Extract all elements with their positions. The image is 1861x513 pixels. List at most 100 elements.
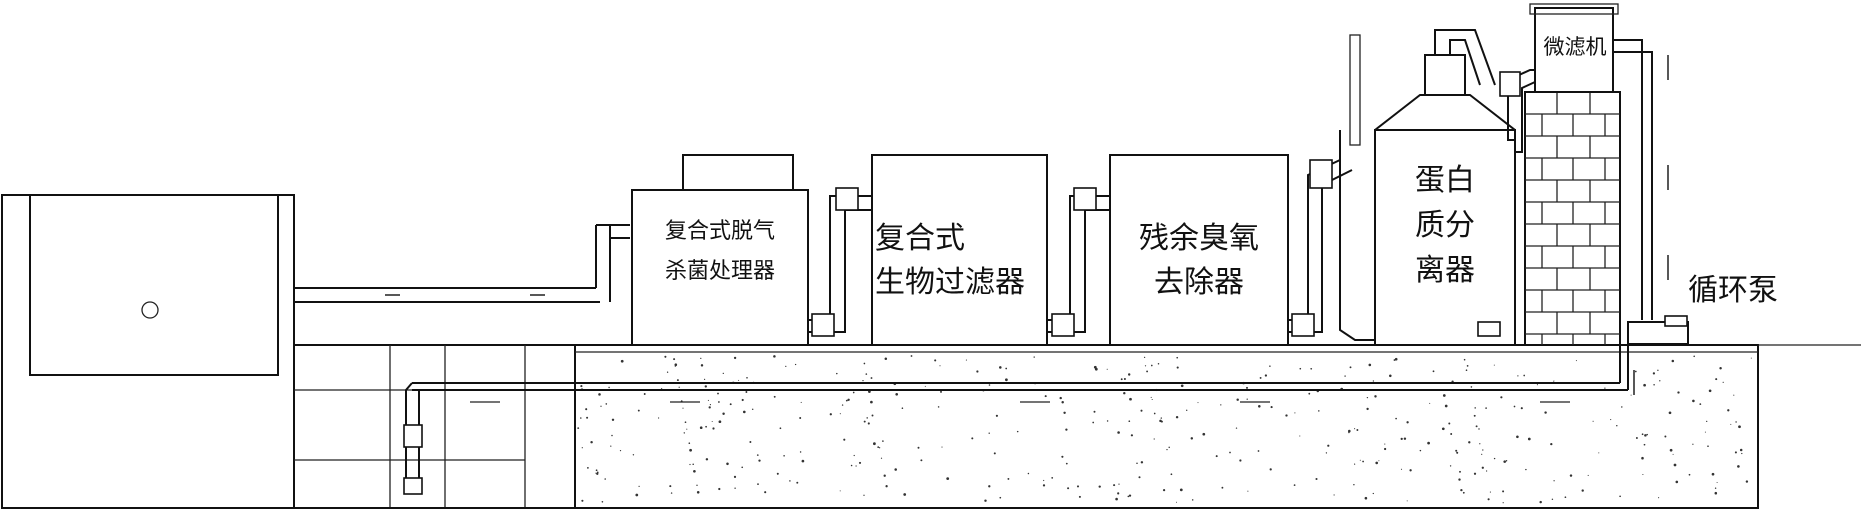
speckle-dot: [863, 494, 865, 496]
speckle-dot: [1675, 480, 1679, 484]
speckle-dot: [993, 452, 996, 455]
speckle-dot: [1065, 462, 1068, 465]
speckle-dot: [789, 480, 791, 482]
speckle-dot: [999, 366, 1002, 369]
speckle-dot: [1473, 414, 1476, 417]
speckle-dot: [666, 371, 669, 373]
culture-tank: [1, 194, 575, 509]
speckle-dot: [1473, 472, 1477, 475]
speckle-dot: [976, 370, 979, 373]
speckle-dot: [1730, 423, 1732, 425]
speckle-dot: [1221, 486, 1224, 489]
speckle-dot: [745, 391, 748, 393]
speckle-dot: [1235, 427, 1238, 429]
underground-pipe: [403, 345, 1629, 495]
speckle-dot: [1641, 433, 1644, 436]
speckle-dot: [1525, 468, 1527, 471]
speckle-dot: [726, 462, 729, 466]
speckle-dot: [984, 499, 987, 502]
speckle-dot: [1462, 491, 1465, 494]
speckle-dot: [1737, 465, 1740, 468]
speckle-dot: [794, 363, 797, 366]
speckle-dot: [1027, 472, 1030, 475]
speckle-dot: [705, 458, 709, 461]
speckle-dot: [1065, 428, 1068, 431]
speckle-dot: [1115, 497, 1118, 501]
speckle-dot: [580, 417, 582, 419]
speckle-dot: [756, 454, 759, 456]
speckle-dot: [718, 401, 720, 403]
speckle-dot: [1247, 490, 1249, 492]
speckle-dot: [1646, 433, 1648, 436]
speckle-dot: [1117, 492, 1120, 495]
speckle-dot: [1294, 412, 1296, 414]
speckle-dot: [1456, 451, 1459, 454]
ground-slab: [574, 344, 1861, 509]
speckle-dot: [1474, 407, 1476, 409]
speckle-dot: [853, 454, 855, 457]
bio-filter: 复合式 生物过滤器: [871, 154, 1048, 346]
speckle-dot: [839, 490, 841, 492]
speckle-dot: [1246, 398, 1248, 400]
speckle-dot: [1128, 494, 1132, 497]
speckle-dot: [577, 427, 580, 430]
speckle-dot: [751, 408, 754, 411]
speckle-dot: [1500, 396, 1503, 399]
speckle-dot: [1259, 376, 1262, 379]
speckle-dot: [1716, 482, 1718, 483]
speckle-dot: [1745, 480, 1749, 483]
ozone-label-line1: 残余臭氧: [1139, 221, 1259, 256]
speckle-dot: [1719, 367, 1722, 370]
protein-skimmer: 蛋白 质分 离器: [1374, 29, 1516, 346]
speckle-dot: [1487, 498, 1490, 501]
speckle-dot: [1485, 470, 1488, 472]
speckle-dot: [1465, 369, 1468, 371]
speckle-dot: [870, 400, 873, 404]
brick-courses: [1525, 92, 1620, 345]
speckle-dot: [1450, 433, 1453, 435]
speckle-dot: [1727, 409, 1730, 412]
speckle-dot: [1502, 490, 1505, 493]
speckle-dot: [1481, 453, 1483, 455]
speckle-dot: [711, 420, 713, 423]
bio-label-line1: 复合式: [875, 221, 965, 256]
speckle-dot: [1175, 501, 1178, 503]
speckle-dot: [1239, 459, 1242, 462]
speckle-dot: [1468, 441, 1471, 444]
speckle-dot: [709, 404, 711, 406]
speckle-dot: [1659, 380, 1661, 382]
speckle-dot: [664, 355, 667, 358]
speckle-dot: [1076, 485, 1080, 488]
speckle-dot: [873, 442, 876, 446]
speckle-dot: [717, 392, 719, 395]
speckle-dot: [586, 416, 589, 419]
speckle-dot: [1741, 452, 1743, 455]
speckle-dot: [988, 485, 991, 488]
speckle-dot: [799, 451, 802, 453]
speckle-dot: [1258, 405, 1261, 408]
speckle-dot: [1366, 396, 1369, 399]
speckle-dot: [1652, 372, 1656, 375]
speckle-dot: [1215, 455, 1218, 458]
speckle-dot: [934, 359, 937, 362]
speckle-dot: [1505, 460, 1508, 462]
speckle-dot: [877, 446, 880, 448]
speckle-dot: [1693, 355, 1695, 358]
speckle-dot: [1750, 357, 1752, 359]
speckle-dot: [684, 421, 687, 424]
speckle-dot: [1482, 449, 1484, 451]
speckle-dot: [693, 469, 696, 473]
speckle-dot: [1044, 395, 1047, 398]
speckle-dot: [704, 385, 707, 388]
speckle-dot: [689, 463, 691, 466]
speckle-dot: [1059, 396, 1062, 400]
speckle-dot: [1739, 448, 1743, 452]
speckle-dot: [1191, 499, 1194, 501]
speckle-dot: [1374, 395, 1377, 398]
speckle-dot: [741, 466, 744, 469]
speckle-dot: [1143, 356, 1146, 359]
speckle-dot: [733, 356, 737, 360]
speckle-dot: [1327, 444, 1330, 447]
speckle-dot: [1299, 435, 1301, 437]
speckle-dot: [729, 403, 732, 406]
